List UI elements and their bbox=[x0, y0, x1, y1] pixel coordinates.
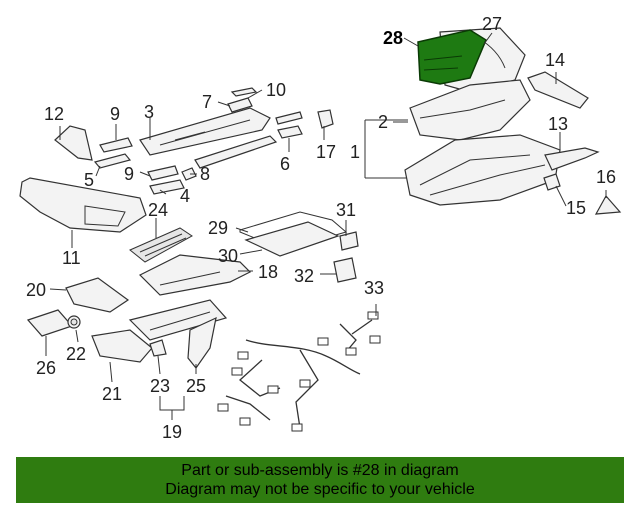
part-13-bar[interactable] bbox=[544, 147, 600, 171]
part-7-clip[interactable] bbox=[227, 97, 253, 113]
part-28-cushion-pad-highlighted[interactable] bbox=[417, 29, 487, 85]
leader-lines bbox=[45, 32, 607, 420]
part-24-grille[interactable] bbox=[129, 227, 193, 263]
callout-2: 2 bbox=[378, 112, 388, 132]
part-30-mat[interactable] bbox=[244, 221, 340, 257]
part-9-pad[interactable] bbox=[99, 137, 133, 153]
callout-25: 25 bbox=[186, 376, 206, 396]
callout-22: 22 bbox=[66, 344, 86, 364]
callout-8: 8 bbox=[200, 164, 210, 184]
part-19-track[interactable] bbox=[128, 299, 228, 341]
part-33-wiring-harness[interactable] bbox=[217, 311, 381, 432]
part-22-grommet[interactable] bbox=[67, 315, 81, 329]
footer-line-1: Part or sub-assembly is #28 in diagram bbox=[181, 462, 459, 479]
footer-banner: Part or sub-assembly is #28 in diagram D… bbox=[16, 457, 624, 503]
callout-12: 12 bbox=[44, 104, 64, 124]
callout-6: 6 bbox=[280, 154, 290, 174]
callout-15: 15 bbox=[566, 198, 586, 218]
part-16-cover[interactable] bbox=[594, 194, 622, 215]
callout-17: 17 bbox=[316, 142, 336, 162]
part-26-bracket[interactable] bbox=[26, 309, 74, 337]
part-3-rail-assembly[interactable] bbox=[139, 107, 271, 156]
callout-29: 29 bbox=[208, 218, 228, 238]
callout-18: 18 bbox=[258, 262, 278, 282]
part-23-clip[interactable] bbox=[149, 339, 167, 357]
part-18-lower-frame[interactable] bbox=[138, 254, 252, 296]
callout-16: 16 bbox=[596, 167, 616, 187]
callout-9: 9 bbox=[110, 104, 120, 124]
callout-28: 28 bbox=[383, 28, 403, 48]
callout-labels: 28 27 14 2 1 13 16 15 10 7 17 6 3 9 12 5… bbox=[26, 14, 616, 442]
part-8-rail[interactable] bbox=[194, 135, 278, 169]
part-11-side-trim[interactable] bbox=[19, 177, 147, 233]
callout-32: 32 bbox=[294, 266, 314, 286]
callout-19: 19 bbox=[162, 422, 182, 442]
callout-9b: 9 bbox=[124, 164, 134, 184]
callout-24: 24 bbox=[148, 200, 168, 220]
footer-line-2: Diagram may not be specific to your vehi… bbox=[165, 481, 475, 498]
callout-23: 23 bbox=[150, 376, 170, 396]
part-4-pad[interactable] bbox=[149, 179, 185, 195]
part-14-rail[interactable] bbox=[527, 71, 589, 109]
part-17-knob[interactable] bbox=[317, 109, 334, 129]
part-12-bracket[interactable] bbox=[54, 125, 93, 161]
part-31-switch[interactable] bbox=[339, 231, 359, 251]
part-21-cover[interactable] bbox=[91, 329, 153, 363]
callout-30: 30 bbox=[218, 246, 238, 266]
callout-13: 13 bbox=[548, 114, 568, 134]
part-2-seat-frame[interactable] bbox=[409, 79, 531, 141]
callout-3: 3 bbox=[144, 102, 154, 122]
callout-33: 33 bbox=[364, 278, 384, 298]
callout-26: 26 bbox=[36, 358, 56, 378]
callout-31: 31 bbox=[336, 200, 356, 220]
callout-27: 27 bbox=[482, 14, 502, 34]
part-1-seat-base[interactable] bbox=[404, 134, 561, 206]
part-9b-pad[interactable] bbox=[147, 165, 179, 181]
callout-10: 10 bbox=[266, 80, 286, 100]
part-5-strip[interactable] bbox=[93, 153, 132, 169]
callout-20: 20 bbox=[26, 280, 46, 300]
callout-21: 21 bbox=[102, 384, 122, 404]
parts-diagram: 28 27 14 2 1 13 16 15 10 7 17 6 3 9 12 5… bbox=[19, 14, 622, 442]
part-6-clip[interactable] bbox=[275, 111, 303, 139]
part-8b-clip[interactable] bbox=[181, 167, 197, 181]
callout-11: 11 bbox=[62, 248, 81, 268]
leader-1 bbox=[364, 119, 408, 179]
part-10-clip[interactable] bbox=[230, 87, 258, 97]
callout-5: 5 bbox=[84, 170, 94, 190]
callout-7: 7 bbox=[202, 92, 212, 112]
part-25-trim[interactable] bbox=[187, 316, 217, 370]
callout-14: 14 bbox=[545, 50, 565, 70]
callout-4: 4 bbox=[180, 186, 190, 206]
callout-1: 1 bbox=[350, 142, 360, 162]
part-20-side-panel[interactable] bbox=[65, 277, 130, 313]
part-32-bracket[interactable] bbox=[333, 257, 357, 283]
